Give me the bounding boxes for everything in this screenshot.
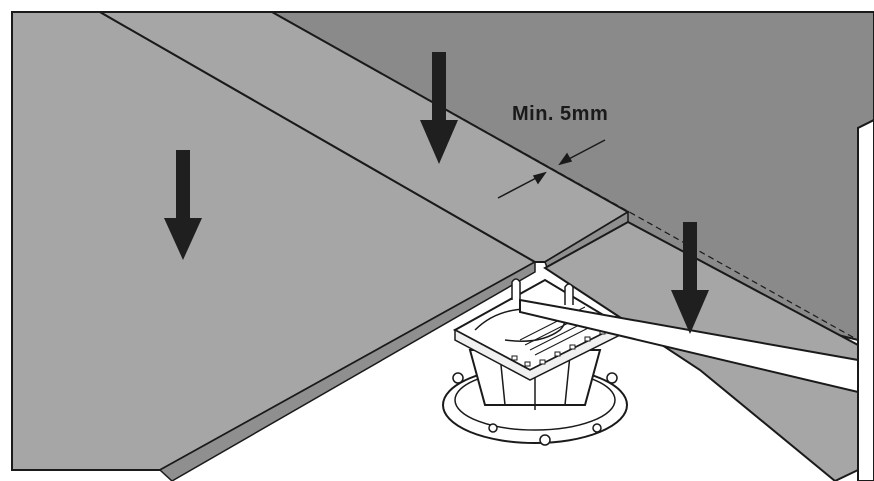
down-arrow-icon (164, 150, 202, 260)
down-arrow-icon (420, 52, 458, 164)
left-tile (11, 11, 538, 481)
down-arrow-icon (671, 222, 709, 334)
lever-tool (519, 298, 859, 394)
gap-dimension (497, 139, 606, 199)
spacer-tab-icon (511, 278, 521, 300)
frame-edge (857, 118, 874, 481)
gap-label: Min. 5mm (512, 103, 608, 125)
pedestal-support-icon (442, 278, 628, 446)
